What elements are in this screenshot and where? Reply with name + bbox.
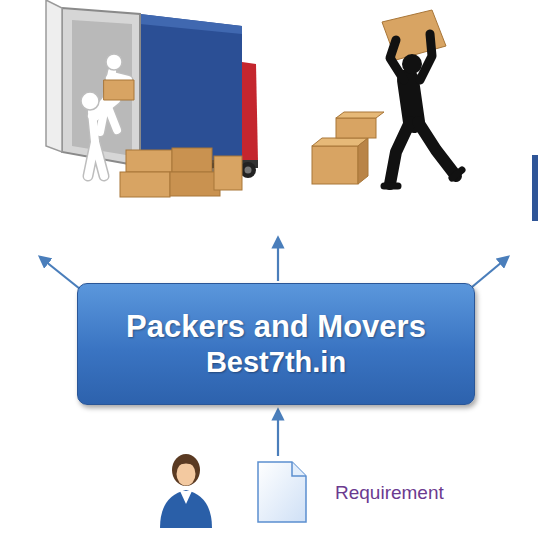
porter-silhouette xyxy=(312,10,462,186)
requirement-label: Requirement xyxy=(335,482,444,504)
document-icon xyxy=(258,462,306,522)
flow-arrows xyxy=(40,238,508,456)
box-heading: Packers and Movers xyxy=(126,308,426,345)
box-subheading: Best7th.in xyxy=(206,345,346,380)
customer-icon xyxy=(160,454,212,528)
cardboard-boxes xyxy=(120,148,242,197)
edge-bar xyxy=(532,155,538,221)
service-box: Packers and MoversBest7th.in xyxy=(77,283,475,405)
